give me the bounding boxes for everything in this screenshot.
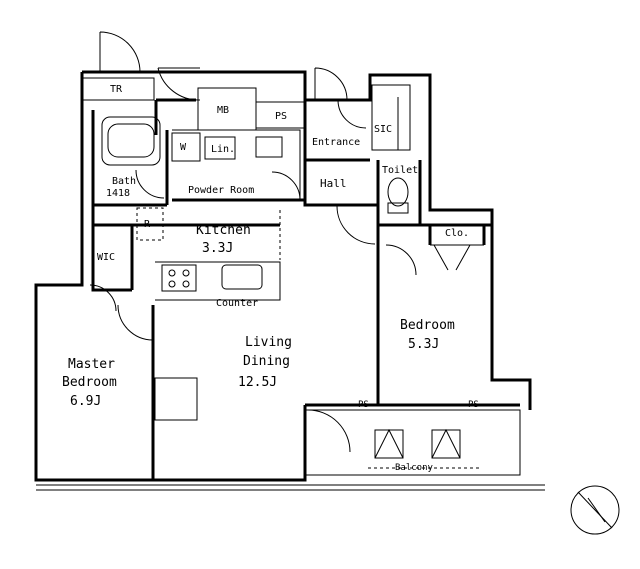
entrance-label: Entrance — [312, 137, 360, 148]
interior-walls — [151, 225, 486, 480]
ps-top-label: PS — [275, 111, 287, 122]
balcony-label: Balcony — [395, 463, 434, 473]
toilet-label: Toilet — [382, 165, 418, 176]
sic-label: SIC — [374, 124, 392, 135]
ps-right-label: PS — [468, 400, 479, 410]
sink-box — [255, 136, 283, 158]
doors — [89, 31, 471, 453]
clo-label: Clo. — [445, 228, 469, 239]
living-size-label: 12.5J — [238, 375, 277, 390]
compass-icon — [570, 485, 620, 535]
living-label: Living — [245, 335, 292, 350]
r-label: R — [144, 219, 151, 230]
master-size-label: 6.9J — [70, 394, 101, 409]
washer-box — [171, 132, 201, 162]
dining-label: Dining — [243, 354, 290, 369]
wic-area — [91, 225, 134, 292]
master-label: Master — [68, 357, 115, 372]
toilet-fixture — [387, 177, 409, 214]
tr-label: TR — [110, 84, 123, 95]
bedroom-size-label: 5.3J — [408, 337, 439, 352]
kitchen-label: Kitchen — [196, 223, 251, 238]
w-label: W — [180, 142, 187, 153]
upper-partitions — [81, 77, 492, 227]
outer-walls — [34, 70, 532, 482]
kitchen-area — [136, 207, 281, 301]
mb-label: MB — [217, 105, 229, 116]
kitchen-size-label: 3.3J — [202, 241, 233, 256]
bathtub — [101, 116, 161, 166]
bath-size-label: 1418 — [106, 188, 130, 199]
lin-label: Lin. — [211, 144, 235, 155]
master-bedroom-label: Bedroom — [62, 375, 117, 390]
hall-label: Hall — [320, 177, 347, 190]
balcony-area — [36, 409, 545, 491]
powder-room-label: Powder Room — [188, 185, 254, 196]
bedroom-label: Bedroom — [400, 318, 455, 333]
wic-label: WIC — [97, 252, 115, 263]
linen-box — [204, 136, 236, 160]
ps-left-label: PS — [358, 400, 369, 410]
counter-label: Counter — [216, 298, 258, 309]
bath-label: Bath — [112, 176, 136, 187]
